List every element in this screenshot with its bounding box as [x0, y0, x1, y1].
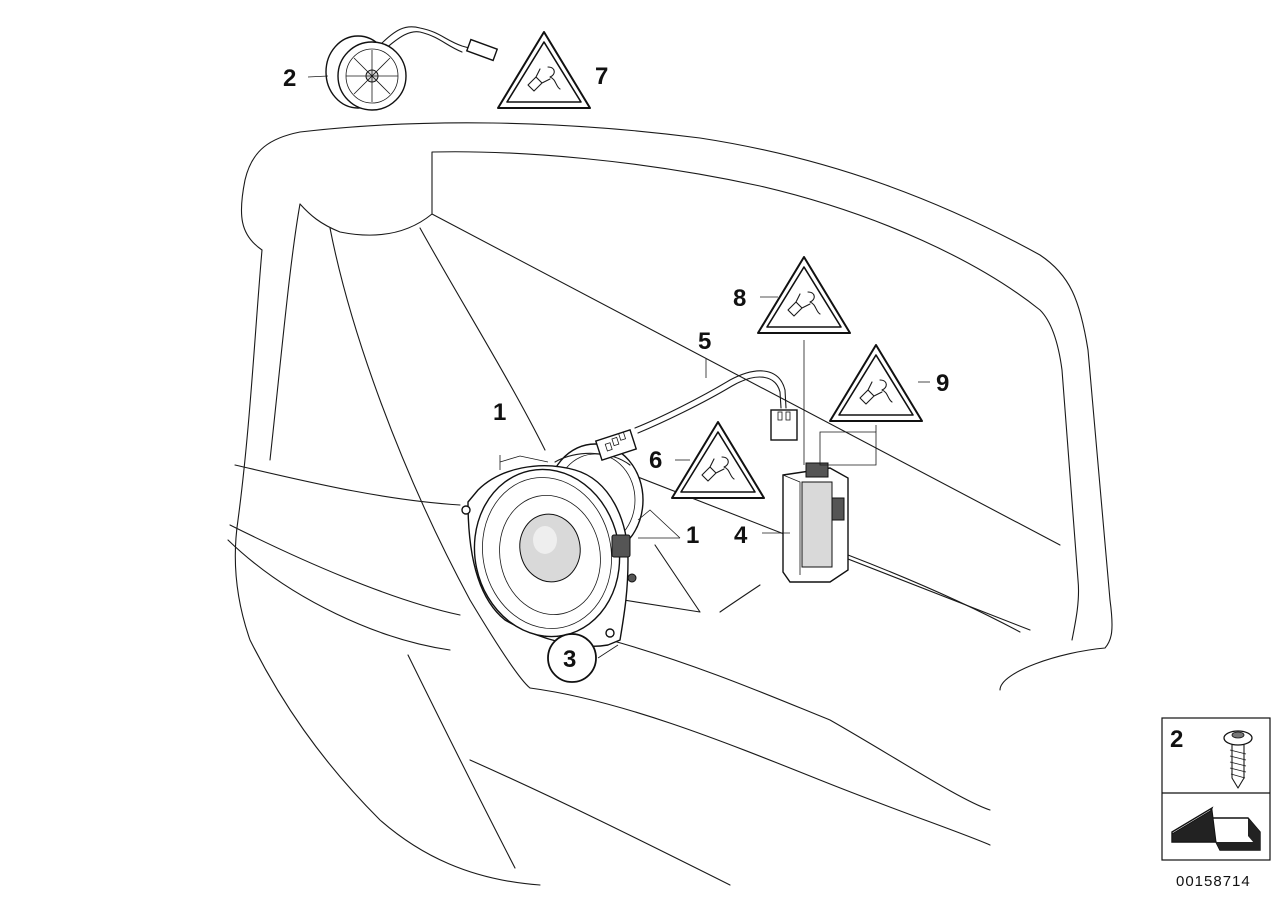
tweeter-speaker: [325, 26, 499, 111]
connector-warning-triangle-6: [671, 421, 765, 499]
callout-7[interactable]: 7: [595, 63, 608, 90]
connector-plug-left: [594, 429, 638, 461]
connector-warning-triangle-7: [497, 31, 591, 109]
callout-6[interactable]: 6: [649, 447, 662, 474]
orientation-arrow-icon: [1171, 806, 1261, 851]
door-panel-outline: [227, 122, 1113, 886]
wiring-harness: [594, 370, 798, 461]
callout-3[interactable]: 2: [283, 65, 296, 92]
callout-2-circle[interactable]: 3: [547, 633, 597, 683]
plug-icon: [787, 291, 821, 317]
callouts: 2 7 8 5 9 1 6 1 4 3: [283, 63, 949, 683]
plug-icon: [701, 456, 735, 482]
plug-icon: [859, 379, 893, 405]
callout-5[interactable]: 5: [698, 328, 711, 355]
plug-icon: [527, 66, 561, 92]
connector-plug-right: [770, 409, 798, 441]
mid-range-speaker: [461, 443, 644, 647]
callout-9[interactable]: 9: [936, 370, 949, 397]
callout-1-top[interactable]: 1: [493, 399, 506, 426]
callout-4[interactable]: 4: [734, 522, 748, 549]
drawing-number: 00158714: [1176, 873, 1251, 890]
inset-part-number[interactable]: 2: [1170, 726, 1183, 753]
callout-2[interactable]: 3: [563, 646, 576, 673]
fastener-inset: 2: [1161, 717, 1271, 861]
connector-warning-triangle-8: [757, 256, 851, 334]
screw-icon: [1223, 730, 1253, 789]
control-module: [782, 462, 849, 583]
leader-lines: [307, 75, 930, 659]
connector-warning-triangle-9: [829, 344, 923, 422]
callout-1-side[interactable]: 1: [686, 522, 699, 549]
callout-8[interactable]: 8: [733, 285, 746, 312]
